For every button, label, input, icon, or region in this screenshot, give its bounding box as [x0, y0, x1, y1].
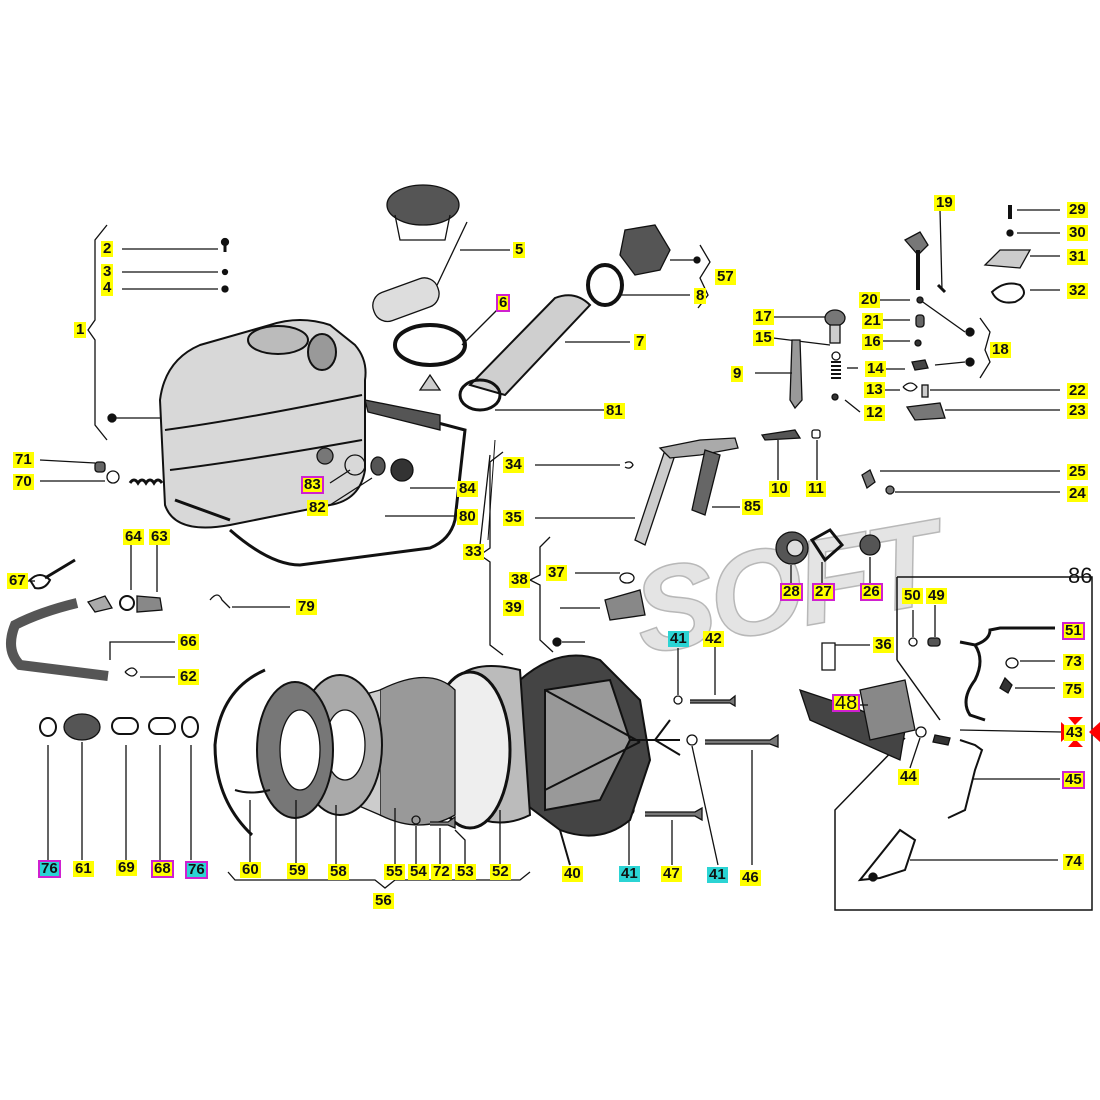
callout-42: 42 — [703, 630, 724, 647]
callout-19: 19 — [934, 194, 955, 211]
callout-34: 34 — [503, 456, 524, 473]
callout-50: 50 — [902, 587, 923, 604]
callout-46: 46 — [740, 869, 761, 886]
callout-5: 5 — [513, 241, 526, 258]
callout-21: 21 — [862, 312, 883, 329]
callout-57: 57 — [715, 268, 736, 285]
callout-12: 12 — [864, 404, 885, 421]
callout-30: 30 — [1067, 224, 1088, 241]
callout-64: 64 — [123, 528, 144, 545]
callout-37: 37 — [546, 564, 567, 581]
callout-49: 49 — [926, 587, 947, 604]
callout-82: 82 — [307, 499, 328, 516]
callout-61: 61 — [73, 860, 94, 877]
callout-69: 69 — [116, 859, 137, 876]
callout-41-top: 41 — [668, 630, 689, 647]
callout-36: 36 — [873, 636, 894, 653]
callout-22: 22 — [1067, 382, 1088, 399]
callout-41-mid: 41 — [619, 865, 640, 882]
box-86 — [834, 576, 1093, 911]
callout-26: 26 — [860, 583, 883, 601]
callout-47: 47 — [661, 865, 682, 882]
callout-83: 83 — [301, 476, 324, 494]
callout-18: 18 — [990, 341, 1011, 358]
callout-60: 60 — [240, 861, 261, 878]
callout-74: 74 — [1063, 853, 1084, 870]
callout-11: 11 — [806, 480, 826, 497]
callout-67: 67 — [7, 572, 28, 589]
callout-39: 39 — [503, 599, 524, 616]
callout-54: 54 — [408, 863, 429, 880]
callout-28: 28 — [780, 583, 803, 601]
callout-71: 71 — [13, 451, 34, 468]
callout-44: 44 — [898, 768, 919, 785]
fuel-gauge-sender — [372, 184, 510, 323]
callout-86: 86 — [1068, 563, 1093, 588]
callout-29: 29 — [1067, 201, 1088, 218]
fuel-cap — [586, 224, 711, 309]
callout-72: 72 — [431, 863, 452, 880]
callout-51: 51 — [1062, 622, 1085, 640]
callout-10: 10 — [769, 480, 790, 497]
callout-27: 27 — [812, 583, 835, 601]
callout-73: 73 — [1063, 653, 1084, 670]
callout-15: 15 — [753, 329, 774, 346]
callout-85: 85 — [742, 498, 763, 515]
callout-14: 14 — [865, 360, 886, 377]
callout-81: 81 — [604, 402, 625, 419]
callout-32: 32 — [1067, 282, 1088, 299]
kickstart-lever — [479, 437, 740, 546]
callout-62: 62 — [178, 668, 199, 685]
callout-45: 45 — [1062, 771, 1085, 789]
callout-3: 3 — [101, 263, 114, 280]
callout-24: 24 — [1067, 485, 1088, 502]
callout-23: 23 — [1067, 402, 1088, 419]
red-marker-43 — [1061, 717, 1100, 747]
callout-56: 56 — [373, 892, 394, 909]
callout-58: 58 — [328, 863, 349, 880]
bracket-1 — [87, 224, 108, 441]
callout-70: 70 — [13, 473, 34, 490]
callout-52: 52 — [490, 863, 511, 880]
filler-neck — [458, 294, 630, 412]
callout-13: 13 — [864, 381, 885, 398]
callout-79: 79 — [296, 598, 317, 615]
callout-75: 75 — [1063, 681, 1084, 698]
callout-76-left: 76 — [38, 860, 61, 878]
callout-9: 9 — [731, 365, 744, 382]
callout-68: 68 — [151, 860, 174, 878]
callout-40: 40 — [562, 865, 583, 882]
callout-6: 6 — [495, 294, 511, 312]
callout-38: 38 — [509, 571, 530, 588]
tank-strap — [229, 403, 467, 567]
callout-16: 16 — [862, 333, 883, 350]
callout-48: 48 — [831, 692, 861, 714]
callout-35: 35 — [503, 509, 524, 526]
callout-7: 7 — [634, 333, 647, 350]
callout-4: 4 — [101, 279, 114, 296]
callout-25: 25 — [1067, 463, 1088, 480]
fuel-tank — [158, 319, 367, 529]
callout-33: 33 — [463, 543, 484, 560]
callout-43: 43 — [1064, 724, 1085, 741]
callout-55: 55 — [384, 863, 405, 880]
callout-84: 84 — [457, 480, 478, 497]
callout-41-right: 41 — [707, 866, 728, 883]
callout-80: 80 — [457, 508, 478, 525]
callout-2: 2 — [101, 240, 114, 257]
callout-63: 63 — [149, 528, 170, 545]
callout-20: 20 — [859, 291, 880, 308]
callout-8: 8 — [694, 287, 707, 304]
callout-76-right: 76 — [185, 861, 208, 879]
carburetor-parts — [755, 205, 1060, 495]
callout-1: 1 — [74, 321, 87, 338]
callout-59: 59 — [287, 862, 308, 879]
callout-31: 31 — [1067, 248, 1088, 265]
callout-66: 66 — [178, 633, 199, 650]
callout-17: 17 — [753, 308, 774, 325]
callout-53: 53 — [455, 863, 476, 880]
